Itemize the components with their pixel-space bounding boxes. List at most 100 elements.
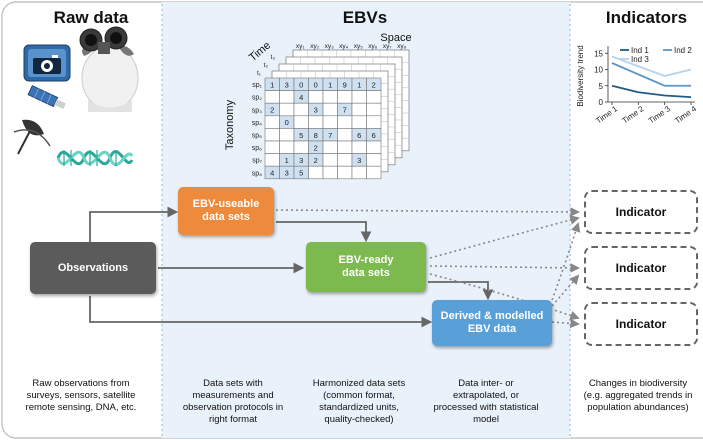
cube-cell-value: 2 bbox=[314, 156, 318, 165]
cube-cell-value: 0 bbox=[285, 118, 289, 127]
y-tick-label: 0 bbox=[599, 98, 604, 107]
cube-cell-value: 4 bbox=[270, 169, 274, 178]
cube-cell bbox=[308, 90, 324, 104]
cube-cell bbox=[337, 153, 353, 167]
cube-cell bbox=[279, 90, 295, 104]
cube-cell bbox=[293, 115, 309, 129]
cube-cell-value: 3 bbox=[285, 169, 289, 178]
cube-cell bbox=[264, 153, 280, 167]
cube-cell bbox=[322, 90, 338, 104]
caption-indicators: Changes in biodiversity (e.g. aggregated… bbox=[583, 378, 693, 413]
cube-cell bbox=[293, 102, 309, 117]
cube-cell bbox=[351, 165, 367, 180]
cube-cell-value: 0 bbox=[299, 80, 303, 89]
cube-cell bbox=[366, 153, 382, 167]
cube-cell bbox=[366, 90, 382, 104]
cube-cell bbox=[351, 102, 367, 117]
legend-label: Ind 1 bbox=[631, 46, 649, 55]
arrow-obs-to-derived bbox=[89, 296, 433, 328]
camera-icon bbox=[23, 44, 71, 82]
cube-cell bbox=[366, 140, 382, 154]
series-line-ind-1 bbox=[611, 84, 692, 99]
space-tick-label: xy₃ bbox=[325, 43, 335, 50]
arrow-useable-to-ready bbox=[276, 221, 372, 243]
time-tick-label: t₁ bbox=[257, 70, 262, 77]
cube-cell-value: 3 bbox=[299, 156, 303, 165]
species-label: sp₁ bbox=[252, 82, 262, 89]
cube-cell bbox=[351, 90, 367, 104]
species-label: sp₅ bbox=[252, 133, 262, 140]
cube-cell-value: 3 bbox=[357, 156, 361, 165]
series-line-ind-2 bbox=[611, 62, 691, 87]
cube-cell-value: 1 bbox=[285, 156, 289, 165]
cube-cell bbox=[279, 128, 295, 142]
cube-cell-value: 4 bbox=[299, 93, 303, 102]
species-label: sp₄ bbox=[252, 120, 262, 127]
species-label: sp₈ bbox=[252, 170, 262, 177]
cube-cell bbox=[264, 128, 280, 142]
y-axis-label: Biodiversity trend bbox=[576, 45, 585, 106]
species-label: sp₃ bbox=[252, 107, 262, 114]
y-tick-label: 15 bbox=[594, 49, 603, 58]
cube-cell bbox=[264, 115, 280, 129]
observations-box: Observations bbox=[30, 242, 156, 294]
cube-cell-value: 6 bbox=[357, 131, 361, 140]
arrow-derived-to-indicator3 bbox=[551, 318, 580, 329]
cube-cell bbox=[279, 102, 295, 117]
indicator-box-1: Indicator bbox=[584, 190, 698, 234]
cube-cell bbox=[322, 140, 338, 154]
time-tick-label: t₂ bbox=[264, 62, 269, 69]
cube-cell bbox=[279, 140, 295, 154]
cube-cell bbox=[264, 90, 280, 104]
cube-cell bbox=[293, 140, 309, 154]
cube-cell-value: 2 bbox=[270, 106, 274, 115]
species-label: sp₂ bbox=[252, 95, 262, 102]
cube-cell bbox=[366, 165, 382, 180]
space-tick-label: xy₅ bbox=[354, 43, 364, 50]
cube-cell bbox=[337, 90, 353, 104]
y-tick-label: 10 bbox=[594, 66, 603, 75]
binoculars-icon bbox=[79, 26, 139, 112]
cube-cell bbox=[337, 115, 353, 129]
ebv-ready-box: EBV-ready data sets bbox=[306, 242, 426, 292]
species-label: sp₆ bbox=[252, 145, 262, 152]
cube-cell-value: 7 bbox=[328, 131, 332, 140]
cube-cell bbox=[322, 115, 338, 129]
ebvs-header: EBVs bbox=[342, 8, 388, 27]
raw-data-header: Raw data bbox=[53, 8, 129, 27]
caption-raw: Raw observations from surveys, sensors, … bbox=[25, 378, 137, 413]
cube-cell bbox=[366, 102, 382, 117]
cube-cell-value: 2 bbox=[372, 80, 376, 89]
cube-cell bbox=[366, 115, 382, 129]
space-axis-label: Space bbox=[380, 32, 411, 44]
arrow-ready-to-derived bbox=[428, 281, 494, 301]
cube-cell-value: 7 bbox=[343, 106, 347, 115]
cube-cell bbox=[308, 165, 324, 180]
cube-cell bbox=[337, 140, 353, 154]
indicators-header: Indicators bbox=[605, 8, 688, 27]
space-tick-label: xy₄ bbox=[339, 43, 349, 50]
cube-cell bbox=[337, 128, 353, 142]
cube-cell bbox=[351, 115, 367, 129]
caption-ready: Harmonized data sets (common format, sta… bbox=[312, 378, 406, 425]
cube-cell-value: 5 bbox=[299, 169, 303, 178]
legend-label: Ind 3 bbox=[631, 55, 649, 64]
space-tick-label: xy₇ bbox=[383, 43, 392, 50]
cube-cell-value: 6 bbox=[372, 131, 376, 140]
ebv-useable-box: EBV-useable data sets bbox=[178, 187, 274, 235]
cube-cell bbox=[337, 165, 353, 180]
caption-useable: Data sets with measurements and observat… bbox=[182, 378, 284, 425]
cube-cell-value: 0 bbox=[314, 80, 318, 89]
space-tick-label: xy₆ bbox=[368, 43, 378, 50]
species-label: sp₇ bbox=[252, 158, 262, 165]
space-tick-label: xy₂ bbox=[310, 43, 320, 50]
dna-icon bbox=[56, 150, 134, 167]
cube-cell-value: 3 bbox=[285, 80, 289, 89]
cube-cell bbox=[322, 102, 338, 117]
cube-cell bbox=[308, 115, 324, 129]
cube-cell bbox=[322, 153, 338, 167]
arrow-ready-to-indicator1 bbox=[429, 215, 580, 259]
derived-modelled-box: Derived & modelled EBV data bbox=[432, 300, 552, 346]
